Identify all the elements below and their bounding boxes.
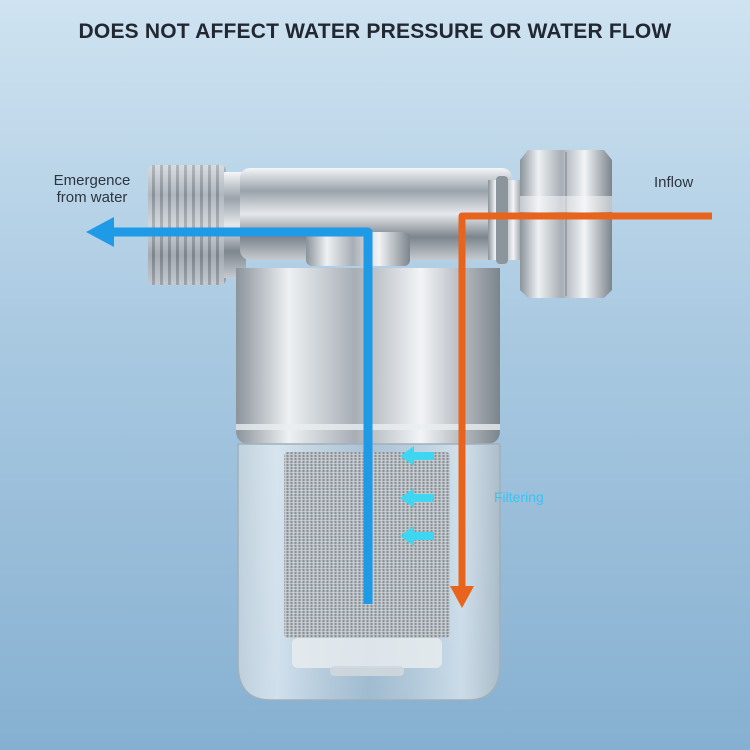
threaded-outlet bbox=[148, 165, 246, 285]
hex-nut bbox=[520, 150, 612, 298]
filter-arrow-icon bbox=[400, 446, 434, 466]
outflow-label: Emergence from water bbox=[53, 172, 131, 206]
filtering-label: Filtering bbox=[494, 489, 544, 505]
inflow-label: Inflow bbox=[654, 174, 694, 191]
headline: DOES NOT AFFECT WATER PRESSURE OR WATER … bbox=[78, 20, 672, 43]
top-cap bbox=[306, 232, 410, 266]
filter-arrows bbox=[400, 446, 434, 546]
inflow-arrow bbox=[450, 212, 712, 608]
inlet-connector bbox=[488, 176, 524, 264]
filter-arrow-icon bbox=[400, 488, 434, 508]
outflow-arrow bbox=[86, 217, 373, 604]
filter-arrow-icon bbox=[400, 526, 434, 546]
